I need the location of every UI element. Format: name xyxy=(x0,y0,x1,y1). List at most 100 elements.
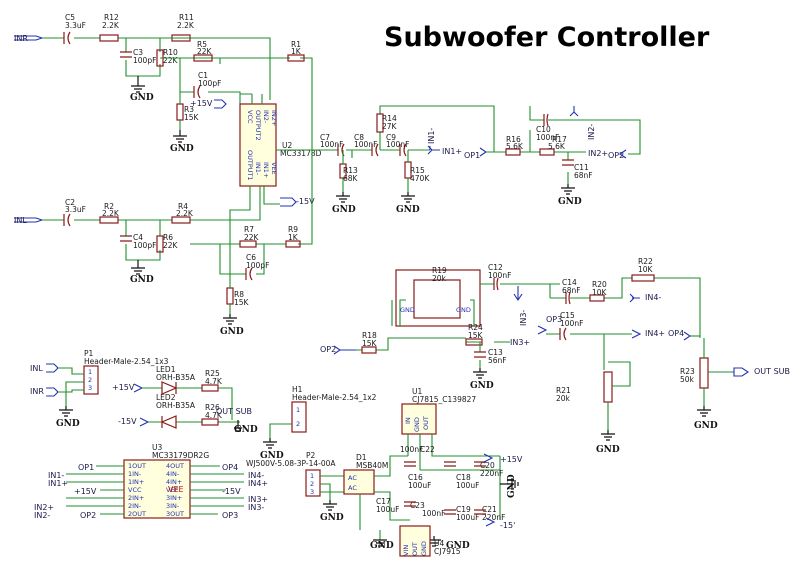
wire-segment xyxy=(513,286,523,301)
label-h1_pins-1: 2 xyxy=(296,420,300,428)
wire-segment xyxy=(46,363,59,373)
label-parts-c21-0: C21 xyxy=(482,505,497,514)
label-parts-c20-1: 220nF xyxy=(480,469,503,478)
resistor-r24 xyxy=(465,338,483,346)
wire-segment xyxy=(404,461,486,515)
header-h1: H1 Header-Male-2.54_1x2 1 2 GND xyxy=(260,385,377,461)
capacitor-c12 xyxy=(493,277,499,291)
label-nets-in1p: IN1+ xyxy=(442,147,462,156)
wire-segment xyxy=(46,387,59,397)
label-parts-c2-0: C2 xyxy=(65,198,75,207)
wire-segment xyxy=(280,197,297,207)
label-nets-gnd: GND xyxy=(694,421,718,431)
label-nets-p15: +15V xyxy=(112,383,135,392)
wire-segment xyxy=(550,277,701,338)
wire-segment xyxy=(133,383,144,393)
label-parts-c4-1: 100pF xyxy=(133,241,156,250)
label-parts-c14-0: C14 xyxy=(562,278,577,287)
label-parts-c15-1: 100nF xyxy=(560,319,583,328)
wire-segment xyxy=(537,325,548,335)
label-parts-c9-1: 100nF xyxy=(386,140,409,149)
resistor-r25 xyxy=(201,384,219,392)
ground-symbol xyxy=(373,539,387,547)
ground-symbol xyxy=(500,478,519,490)
resistor-r1 xyxy=(287,54,305,62)
label-parts-c21-1: 220nF xyxy=(482,513,505,522)
label-parts-c3-0: C3 xyxy=(133,48,143,57)
label-nets-inr: INR xyxy=(30,387,44,396)
label-parts-r25-0: R25 xyxy=(205,369,220,378)
label-nets-p15: +15V xyxy=(190,99,213,108)
label-nets-gnd: GND xyxy=(170,144,194,154)
label-u3_pins_right-4: 3IN+ xyxy=(166,494,182,502)
label-nets-inl: INL xyxy=(30,364,43,373)
label-nets-gnd: GND xyxy=(470,381,494,391)
label-parts-r22-1: 10K xyxy=(638,265,654,274)
label-parts-c7-0: C7 xyxy=(320,133,330,142)
wire-segment xyxy=(569,106,579,117)
ground-symbol xyxy=(473,368,487,379)
wire-segment xyxy=(631,329,642,339)
wire-segment xyxy=(42,37,271,100)
resistor-r8 xyxy=(226,287,234,305)
label-parts-u4-1: CJ7915 xyxy=(434,547,461,556)
capacitor-c1 xyxy=(193,85,201,99)
label-nets-out_sub: OUT SUB xyxy=(216,407,252,416)
label-parts-r26-0: R26 xyxy=(205,403,220,412)
label-nets-in4p: IN4+ xyxy=(645,329,665,338)
resistor-r16 xyxy=(505,148,521,156)
component-body xyxy=(291,401,307,433)
label-nets-in2m: IN2- xyxy=(34,511,50,520)
ground-symbol xyxy=(561,184,575,195)
ground-symbol xyxy=(323,500,337,511)
label-parts-r23-0: R23 xyxy=(680,367,695,376)
label-parts-c5-1: 3.3uF xyxy=(65,21,86,30)
wire-segment xyxy=(683,331,691,341)
label-nets-gnd: GND xyxy=(396,205,420,215)
label-parts-p1-1: Header-Male-2.54_1x3 xyxy=(84,357,169,366)
regulator-u1: U1 CJ7815_C139827 IN GND OUT xyxy=(401,387,500,470)
wire-segment xyxy=(58,367,84,406)
schematic-title: Subwoofer Controller xyxy=(384,22,710,53)
resistor-r3 xyxy=(176,103,184,121)
label-d1_pins-1: AC xyxy=(348,484,357,492)
label-nets-gnd: GND xyxy=(558,197,582,207)
label-nets-gnd: GND xyxy=(456,306,471,314)
label-nets-in4p: IN4+ xyxy=(248,479,268,488)
wire-segment xyxy=(269,423,292,438)
resistor-r14 xyxy=(376,113,384,133)
label-nets-p15: +15V xyxy=(500,455,523,464)
label-parts-d1-0: D1 xyxy=(356,453,367,462)
label-parts-r6-0: R6 xyxy=(163,233,173,242)
led2 xyxy=(160,415,177,429)
resistor-r6 xyxy=(156,235,164,253)
potentiometer-r21 xyxy=(603,371,613,403)
label-parts-r18-1: 15K xyxy=(362,339,378,348)
label-u4_pins-0: VIN xyxy=(402,545,410,556)
label-parts-c5-0: C5 xyxy=(65,13,75,22)
label-u2_pins-4: OUTPUT1 xyxy=(246,150,254,181)
label-nets-in1p: IN1+ xyxy=(48,479,68,488)
label-parts-u1-1: CJ7815_C139827 xyxy=(412,395,476,404)
wire-segment xyxy=(190,150,313,275)
capacitor-c2 xyxy=(63,213,71,227)
label-u3_pins_left-3: VCC xyxy=(128,486,142,494)
label-parts-r5-0: R5 xyxy=(197,40,207,49)
wire-segment xyxy=(703,338,734,406)
capacitor-c14 xyxy=(565,291,571,305)
label-parts-u1-0: U1 xyxy=(412,387,422,396)
label-parts-r11-0: R11 xyxy=(179,13,194,22)
wire-segment xyxy=(480,283,560,298)
label-u1_pins-1: GND xyxy=(413,417,421,432)
label-parts-c7-1: 100nF xyxy=(320,140,343,149)
resistor-r26 xyxy=(201,418,219,426)
label-parts-c18-1: 100uF xyxy=(456,481,479,490)
component-body xyxy=(83,365,99,395)
wire-segment xyxy=(356,337,510,351)
label-u3_pins_left-0: 1OUT xyxy=(128,462,146,470)
label-nets-p15: +15V xyxy=(74,487,97,496)
label-nets-in3m: IN3- xyxy=(519,310,528,326)
wire-segment xyxy=(479,147,487,157)
ground-symbol xyxy=(131,260,145,275)
